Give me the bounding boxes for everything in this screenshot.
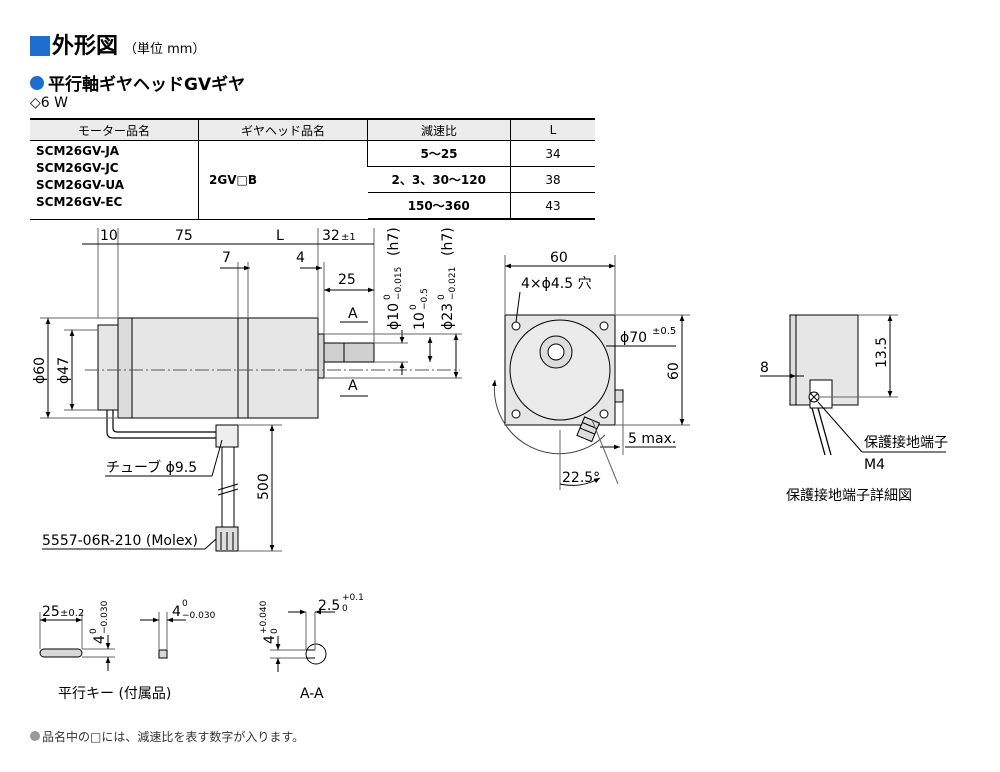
key-caption: 平行キー (付属品) (58, 686, 171, 702)
section-a-top: A (348, 306, 358, 322)
dim-phi70: ϕ70 (620, 330, 647, 346)
dim-lead-500: 500 (256, 473, 272, 500)
col-ratio: 減速比 (367, 118, 511, 141)
table-row: 150～360 43 (30, 192, 595, 220)
aa-dim-4: 4 (262, 635, 278, 644)
l-cell: 34 (510, 140, 595, 167)
key-drawing (39, 612, 186, 671)
dim-4: 4 (296, 250, 305, 266)
dim-10-key: 10 (412, 312, 428, 330)
section-a-bottom: A (348, 378, 358, 394)
ratio-cell: 150～360 (367, 192, 511, 220)
dim-5max: 5 max. (628, 431, 676, 447)
dim-front-60: 60 (550, 250, 568, 266)
model-item: SCM26GV-UA (36, 178, 124, 192)
title-square-icon (30, 36, 50, 56)
key-dim-4h-dn: −0.030 (182, 611, 216, 621)
pe-detail-caption: 保護接地端子詳細図 (786, 487, 912, 504)
m4-label: M4 (864, 457, 885, 473)
table-row: SCM26GV-JA SCM26GV-JC SCM26GV-UA SCM26GV… (30, 140, 595, 220)
key-dim-25: 25 (42, 604, 60, 620)
section-heading-text: 平行軸ギヤヘッドGVギヤ (48, 75, 246, 95)
bullet-dot-icon (30, 75, 44, 90)
side-view (40, 228, 462, 552)
key-dim-25-tol: ±0.2 (60, 608, 84, 619)
spec-table: モーター品名 ギヤヘッド品名 減速比 L SCM26GV-JA SCM26GV-… (30, 118, 595, 220)
col-motor: モーター品名 (30, 118, 199, 141)
dim-phi47: ϕ47 (56, 357, 72, 384)
dim-phi60: ϕ60 (32, 357, 48, 384)
section-aa (270, 609, 335, 672)
dim-13-5: 13.5 (874, 337, 890, 368)
dim-phi10: ϕ10 (386, 303, 402, 330)
title-row: 外形図 （単位 mm） (30, 28, 205, 60)
col-gearhead: ギヤヘッド品名 (198, 118, 368, 141)
dim-10-key-tol: −0.5 (420, 288, 430, 310)
dim-25: 25 (338, 272, 356, 288)
motor-rear-cap (97, 324, 119, 411)
dim-front-h60: 60 (666, 362, 682, 380)
output-shaft (323, 342, 375, 363)
dim-10-key-tol-up: 0 (409, 304, 419, 310)
aa-caption: A-A (300, 686, 324, 702)
dim-phi70-tol: ±0.5 (652, 326, 676, 337)
dim-10: 10 (100, 228, 118, 244)
dim-angle: 22.5° (562, 470, 600, 486)
dim-phi10-tol-up: 0 (383, 294, 393, 300)
dim-8: 8 (760, 360, 769, 376)
dim-32-tol: ±1 (341, 232, 356, 243)
model-list: SCM26GV-JA SCM26GV-JC SCM26GV-UA SCM26GV… (30, 140, 199, 220)
ratio-cell: 5～25 (367, 140, 511, 167)
footnote: 品名中の□には、減速比を表す数字が入ります。 (30, 728, 304, 745)
aa-dim-2-5: 2.5 (318, 598, 340, 614)
aa-dim-4-dn: 0 (270, 628, 280, 634)
model-item: SCM26GV-JC (36, 161, 119, 175)
motor-body (117, 317, 239, 419)
spec-table-header: モーター品名 ギヤヘッド品名 減速比 L (30, 118, 595, 141)
unit-label: （単位 mm） (124, 42, 206, 57)
footnote-text: 品名中の□には、減速比を表す数字が入ります。 (42, 730, 305, 744)
power-rating: ◇6 W (30, 95, 68, 111)
dim-phi23-tol-dn: −0.021 (448, 267, 458, 300)
gearhead-boss (317, 333, 325, 379)
gearhead-body (237, 317, 319, 419)
aa-dim-2-5-up: +0.1 (342, 593, 364, 603)
footnote-dot-icon (30, 731, 40, 741)
dim-L: L (276, 228, 284, 244)
pe-detail-view (760, 314, 946, 456)
dim-75: 75 (175, 228, 193, 244)
tube-label: チューブ ϕ9.5 (106, 459, 197, 476)
gearhead-name: 2GV□B (198, 140, 368, 220)
l-cell: 38 (510, 166, 595, 193)
aa-dim-4-up: +0.040 (259, 600, 269, 634)
dim-phi23-tol-up: 0 (437, 294, 447, 300)
l-cell: 43 (510, 192, 595, 220)
key-dim-4v-up: 0 (89, 628, 99, 634)
pe-terminal-label: 保護接地端子 (864, 434, 948, 451)
dim-32: 32 (322, 228, 340, 244)
holes-label: 4×ϕ4.5 穴 (521, 276, 592, 292)
model-item: SCM26GV-JA (36, 144, 120, 158)
ratio-cell: 2、3、30～120 (367, 166, 511, 193)
dim-phi23-fit: (h7) (440, 227, 456, 256)
dim-phi23: ϕ23 (440, 303, 456, 330)
key-dim-4h: 4 (172, 604, 181, 620)
dim-phi10-tol-dn: −0.015 (394, 267, 404, 300)
section-heading: 平行軸ギヤヘッドGVギヤ (30, 70, 245, 95)
aa-dim-2-5-dn: 0 (342, 604, 348, 614)
connector-label: 5557-06R-210 (Molex) (42, 533, 198, 549)
col-L: L (510, 118, 595, 141)
front-view (491, 255, 690, 490)
dim-phi10-fit: (h7) (386, 227, 402, 256)
page-title: 外形図 (52, 34, 119, 59)
key-dim-4h-up: 0 (182, 599, 188, 609)
table-row: 2、3、30～120 38 (30, 166, 595, 193)
key-dim-4v: 4 (92, 635, 108, 644)
dim-7: 7 (222, 250, 231, 266)
model-item: SCM26GV-EC (36, 195, 123, 209)
motor-flange (117, 317, 133, 419)
key-dim-4v-dn: −0.030 (100, 600, 110, 634)
